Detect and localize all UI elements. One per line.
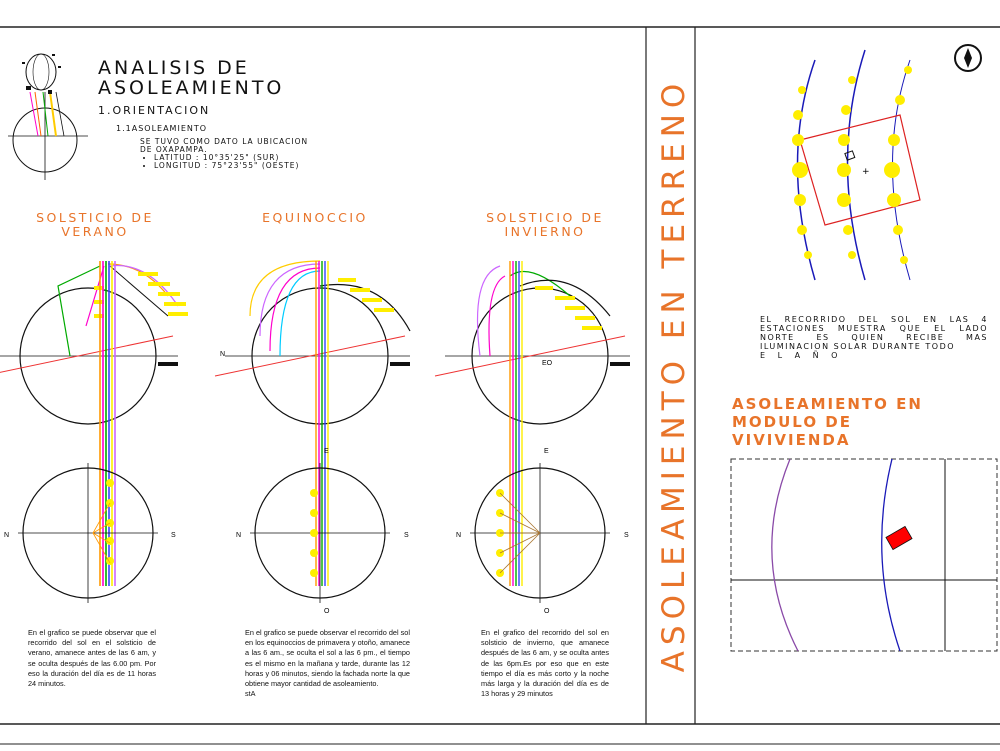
title-line-1: ANALISIS DE (98, 57, 250, 79)
note-line-1: SE TUVO COMO DATO LA UBICACION (140, 137, 309, 146)
vertical-title: ASOLEAMIENTO EN TERRENO (655, 30, 693, 720)
vertical-title-text: ASOLEAMIENTO EN TERRENO (656, 77, 692, 673)
equinox-label-n2: N (236, 532, 241, 539)
sun-path-diagrams: N S N N S E O EO (0, 260, 632, 615)
winter-label-n: N (456, 532, 461, 539)
winter-title-line-2: INVIERNO (504, 224, 586, 239)
terrain-sun-paths: + (792, 44, 982, 281)
equinox-label-n: N (220, 351, 225, 358)
summer-description: En el grafico se puede observar que el r… (28, 628, 156, 689)
equinox-label-e: E (324, 448, 329, 455)
winter-label-e: E (544, 448, 549, 455)
location-note: SE TUVO COMO DATO LA UBICACION DE OXAPAM… (140, 138, 308, 170)
recorrido-body: EL RECORRIDO DEL SOL EN LAS 4 ESTACIONES… (760, 315, 988, 351)
winter-description: En el grafico del recorrido del sol en s… (481, 628, 609, 699)
location-sketch (8, 53, 88, 180)
equinox-text: En el grafico se puede observar el recor… (245, 628, 410, 689)
title-line-2: ASOLEAMIENTO (98, 77, 285, 99)
section-heading: 1.ORIENTACION (98, 104, 211, 117)
winter-label-o: O (544, 608, 550, 615)
winter-label-eo: EO (542, 360, 553, 367)
winter-solstice-title: SOLSTICIO DE INVIERNO (470, 211, 620, 239)
svg-text:+: + (862, 167, 870, 177)
equinox-title-line: EQUINOCCIO (262, 210, 368, 225)
equinox-title: EQUINOCCIO (250, 211, 380, 225)
modulo-line-2: MODULO DE (732, 413, 853, 431)
module-diagram (730, 458, 998, 652)
longitude-item: LONGITUD : 75°23'55" (OESTE) (154, 162, 308, 170)
equinox-label-o: O (324, 608, 330, 615)
summer-title-line-1: SOLSTICIO DE (36, 210, 154, 225)
modulo-title: ASOLEAMIENTO EN MODULO DE VIVIVIENDA (732, 395, 923, 449)
subsection-heading: 1.1ASOLEAMIENTO (116, 124, 208, 133)
winter-title-line-1: SOLSTICIO DE (486, 210, 604, 225)
equinox-description: En el grafico se puede observar el recor… (245, 628, 410, 699)
recorrido-end: E L A Ñ O (760, 351, 843, 360)
note-line-2: DE OXAPAMPA. (140, 145, 208, 154)
recorrido-text: EL RECORRIDO DEL SOL EN LAS 4 ESTACIONES… (760, 315, 988, 360)
modulo-line-3: VIVIVIENDA (732, 431, 851, 449)
winter-label-s: S (624, 532, 629, 539)
summer-label-n: N (4, 532, 9, 539)
summer-label-s: S (171, 532, 176, 539)
page-title: ANALISIS DE ASOLEAMIENTO (98, 58, 284, 98)
modulo-line-1: ASOLEAMIENTO EN (732, 395, 923, 413)
equinox-extra: stA (245, 689, 256, 699)
summer-solstice-title: SOLSTICIO DE VERANO (20, 211, 170, 239)
equinox-label-s: S (404, 532, 409, 539)
summer-title-line-2: VERANO (61, 224, 129, 239)
latitude-item: LATITUD : 10°35'25" (SUR) (154, 154, 308, 162)
